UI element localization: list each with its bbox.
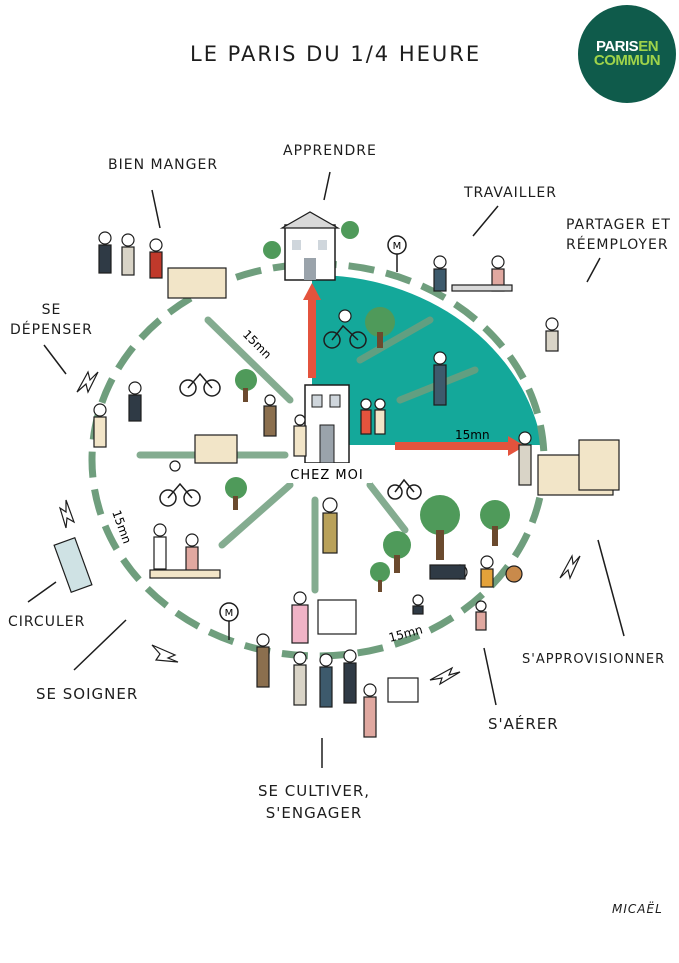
label-travailler: TRAVAILLER xyxy=(464,185,557,201)
artist-signature: MICAËL xyxy=(612,902,663,916)
school-building-icon xyxy=(279,211,341,281)
label-bien-manger: BIEN MANGER xyxy=(108,157,219,173)
label-se-depenser: SE DÉPENSER xyxy=(10,302,93,338)
center-label-bg xyxy=(282,463,372,483)
double-arrow-icons xyxy=(58,370,581,686)
bicycle-icons xyxy=(159,324,422,507)
metro-letter: M xyxy=(225,608,234,619)
logo-commun: COMMUN xyxy=(593,52,661,69)
logo-paris: PARIS xyxy=(595,38,639,55)
tree-icons xyxy=(225,221,510,592)
label-s-approvisionner: S'APPROVISIONNER xyxy=(522,652,666,667)
people-figures xyxy=(53,231,620,738)
home-building-icon xyxy=(304,384,350,464)
logo-en: EN xyxy=(638,38,659,55)
logo-line1: PARISEN xyxy=(595,38,659,55)
label-partager-reemployer: PARTAGER ET RÉEMPLOYER xyxy=(566,217,671,253)
metro-letter: M xyxy=(393,241,402,252)
center-label: CHEZ MOI xyxy=(290,468,363,483)
distance-label: 15mn xyxy=(455,428,490,442)
paris-en-commun-logo: PARISEN COMMUN xyxy=(578,5,676,103)
label-se-cultiver-s-engager: SE CULTIVER, S'ENGAGER xyxy=(258,782,371,822)
title-main: LE PARIS DU xyxy=(190,42,342,66)
poster-title: LE PARIS DU 1/4 HEURE xyxy=(190,42,481,66)
red-arrows xyxy=(303,283,525,456)
title-fraction: 1/4 xyxy=(350,42,391,66)
label-apprendre: APPRENDRE xyxy=(283,143,377,159)
metro-sign-icon-top: M xyxy=(387,235,407,272)
label-circuler: CIRCULER xyxy=(8,614,86,630)
title-end: HEURE xyxy=(398,42,482,66)
label-leader-lines xyxy=(27,171,625,768)
label-s-aerer: S'AÉRER xyxy=(488,715,559,733)
label-se-soigner: SE SOIGNER xyxy=(36,685,139,703)
metro-sign-icon-bottom: M xyxy=(219,602,239,640)
radial-paths xyxy=(136,316,479,594)
